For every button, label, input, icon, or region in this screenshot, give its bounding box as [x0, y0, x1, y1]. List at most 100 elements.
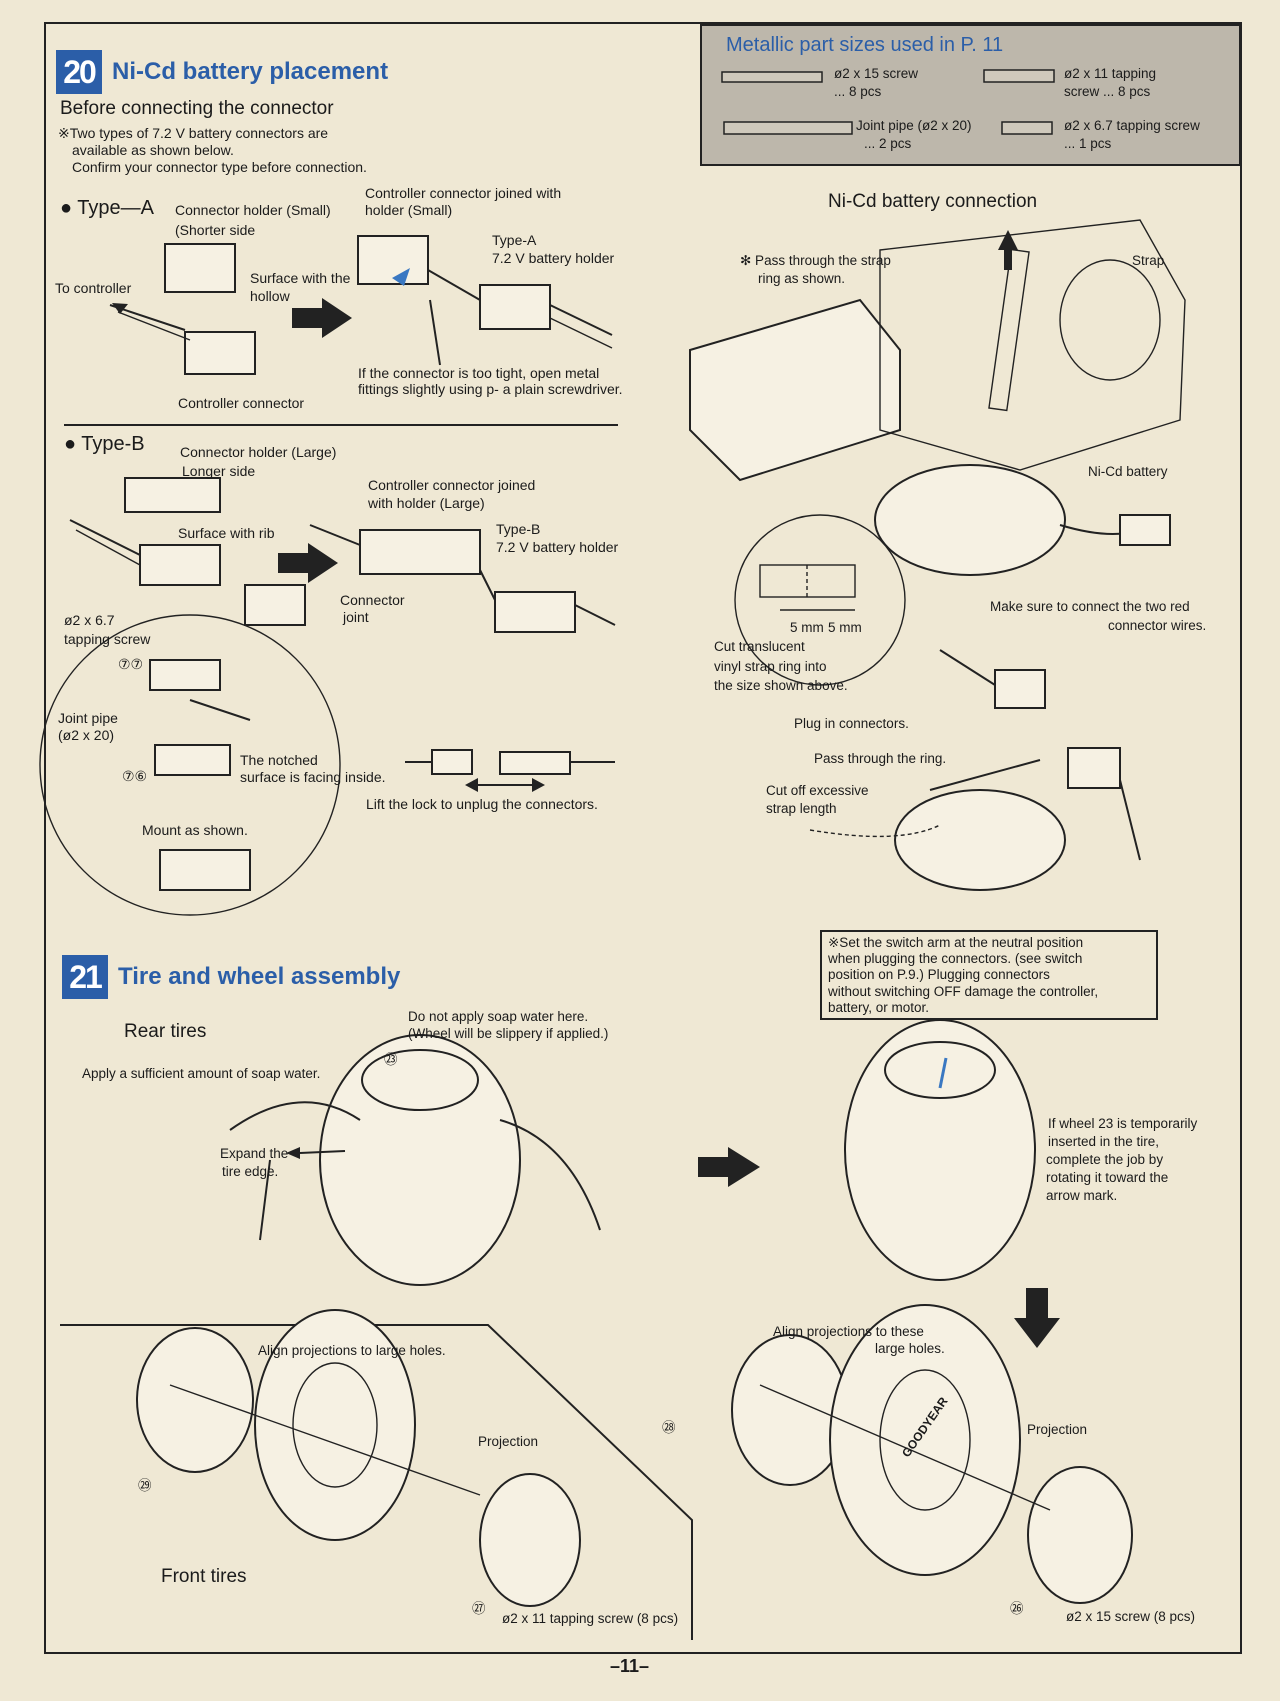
metallic-s2b: screw ... 8 pcs	[1064, 84, 1151, 99]
apply-soap: Apply a sufficient amount of soap water.	[82, 1066, 321, 1081]
type-a-holder-illustration	[109, 243, 256, 375]
detail-circle	[39, 614, 341, 916]
conn-title: Ni-Cd battery connection	[828, 191, 1038, 212]
part-number-26: ㉖	[1010, 1601, 1024, 1616]
type-a-tight-2: fittings slightly using p- a plain screw…	[358, 381, 623, 397]
type-a-tight-1: If the connector is too tight, open meta…	[358, 365, 600, 381]
type-b-longer-side: Longer side	[182, 463, 256, 479]
section-20-number: 20	[56, 50, 102, 94]
warn-line-1: ※Set the switch arm at the neutral posit…	[828, 935, 1084, 950]
before-note-3: Confirm your connector type before conne…	[72, 159, 367, 175]
strap-detail-circle	[734, 514, 906, 686]
before-note-2: available as shown below.	[72, 142, 234, 158]
front-tires-label: Front tires	[161, 1566, 247, 1587]
part-number-76: ⑦⑥	[122, 768, 148, 784]
temp-2: inserted in the tire,	[1048, 1134, 1160, 1149]
align-front: Align projections to large holes.	[258, 1343, 446, 1358]
plug-connectors-illustration	[809, 649, 1141, 891]
expand-2: tire edge.	[222, 1164, 279, 1179]
type-a-to-controller: To controller	[55, 280, 132, 296]
temp-4: rotating it toward the	[1046, 1170, 1169, 1185]
front-tire-illustration	[136, 1309, 581, 1607]
step-arrow-a	[292, 298, 352, 338]
part-number-28: ㉘	[662, 1420, 676, 1435]
metallic-s4a: ø2 x 6.7 tapping screw	[1064, 118, 1200, 133]
part-number-29: ㉙	[138, 1478, 152, 1493]
rear-wheel-exploded-illustration	[731, 1304, 1133, 1604]
type-b-joined-1: Controller connector joined	[368, 477, 536, 493]
metallic-s3b: ... 2 pcs	[864, 136, 912, 151]
conn-cut-1: Cut translucent	[714, 639, 805, 654]
projection-front: Projection	[478, 1434, 539, 1449]
conn-red-2: connector wires.	[1108, 618, 1207, 633]
conn-pass-1: ✻ Pass through the strap	[740, 253, 891, 268]
align-rear-2: large holes.	[875, 1341, 945, 1356]
conn-strap: Strap	[1132, 253, 1165, 268]
type-b-connector-joint-1: Connector	[340, 592, 405, 608]
front-tire-panel-border	[60, 1324, 693, 1640]
type-a-surface-hollow-2: hollow	[250, 288, 290, 304]
metallic-s1a: ø2 x 15 screw	[834, 66, 919, 81]
metallic-s2a: ø2 x 11 tapping	[1064, 66, 1157, 81]
screw-15-label: ø2 x 15 screw (8 pcs)	[1066, 1609, 1196, 1624]
type-b-battery-holder-1: Type-B	[496, 521, 541, 537]
conn-red-1: Make sure to connect the two red	[990, 599, 1190, 614]
section-21-header: 21 Tire and wheel assembly	[62, 955, 400, 999]
conn-nicd: Ni-Cd battery	[1088, 464, 1168, 479]
battery-car-illustration	[689, 219, 1186, 576]
section-20-header: 20 Ni-Cd battery placement	[56, 50, 388, 94]
metallic-title: Metallic part sizes used in P. 11	[726, 34, 1004, 56]
rear-tire-rotated-illustration	[844, 1019, 1036, 1281]
rear-tires-label: Rear tires	[124, 1021, 207, 1042]
rear-tire-hands-illustration	[229, 1034, 601, 1286]
type-b-screw-1: ø2 x 6.7	[64, 612, 115, 628]
page-frame	[44, 22, 1242, 1654]
conn-excess-1: Cut off excessive	[766, 783, 869, 798]
type-a-joined-2: holder (Small)	[365, 202, 453, 218]
type-b-battery-holder-2: 7.2 V battery holder	[496, 539, 619, 555]
type-b-joint-pipe-1: Joint pipe	[58, 710, 118, 726]
metallic-s4b: ... 1 pcs	[1064, 136, 1112, 151]
type-a-battery-holder-1: Type-A	[492, 232, 537, 248]
metallic-parts-box: Metallic part sizes used in P. 11 ø2 x 1…	[700, 24, 1241, 166]
type-a-joined-1: Controller connector joined with	[365, 185, 562, 201]
step-arrow-b	[278, 543, 338, 583]
projection-rear: Projection	[1027, 1422, 1088, 1437]
part-number-27: ㉗	[472, 1601, 486, 1616]
type-b-joint-pipe-2: (ø2 x 20)	[58, 727, 115, 743]
type-a-label: ● Type—A	[60, 197, 154, 219]
conn-cut-2: vinyl strap ring into	[714, 659, 827, 674]
metallic-part-icons	[721, 69, 1055, 135]
conn-pass-2: ring as shown.	[758, 271, 846, 286]
type-a-holder-small: Connector holder (Small)	[175, 202, 331, 218]
step-arrow-c	[698, 1147, 760, 1187]
type-b-joined-2: with holder (Large)	[368, 495, 485, 511]
type-a-controller-connector: Controller connector	[178, 395, 305, 411]
before-heading: Before connecting the connector	[60, 98, 334, 119]
section-21-title: Tire and wheel assembly	[118, 963, 401, 990]
type-b-notched-1: The notched	[240, 752, 318, 768]
type-b-holder-large: Connector holder (Large)	[180, 444, 337, 460]
no-soap-1: Do not apply soap water here.	[408, 1009, 589, 1024]
page-number: –11–	[610, 1656, 650, 1676]
step-arrow-down	[1014, 1288, 1060, 1348]
type-b-joined-illustration	[309, 524, 616, 633]
part-number-77: ⑦⑦	[118, 656, 144, 672]
type-a-battery-holder-2: 7.2 V battery holder	[492, 250, 615, 266]
conn-cut-3: the size shown above.	[714, 678, 848, 693]
metallic-s3a: Joint pipe (ø2 x 20)	[856, 118, 972, 133]
temp-5: arrow mark.	[1046, 1188, 1118, 1203]
warn-line-4: without switching OFF damage the control…	[828, 983, 1099, 999]
temp-1: If wheel 23 is temporarily	[1048, 1116, 1198, 1131]
conn-plug: Plug in connectors.	[794, 716, 909, 731]
switch-warning-box: ※Set the switch arm at the neutral posit…	[820, 930, 1158, 1020]
type-a-surface-hollow-1: Surface with the	[250, 270, 351, 286]
conn-dim-1: 5 mm	[790, 620, 824, 635]
type-b-surface-rib: Surface with rib	[178, 525, 275, 541]
strap-cut-diagram	[759, 564, 856, 611]
type-b-notched-2: surface is facing inside.	[240, 769, 386, 785]
expand-1: Expand the	[220, 1146, 289, 1161]
part-number-23: ㉓	[384, 1052, 398, 1067]
